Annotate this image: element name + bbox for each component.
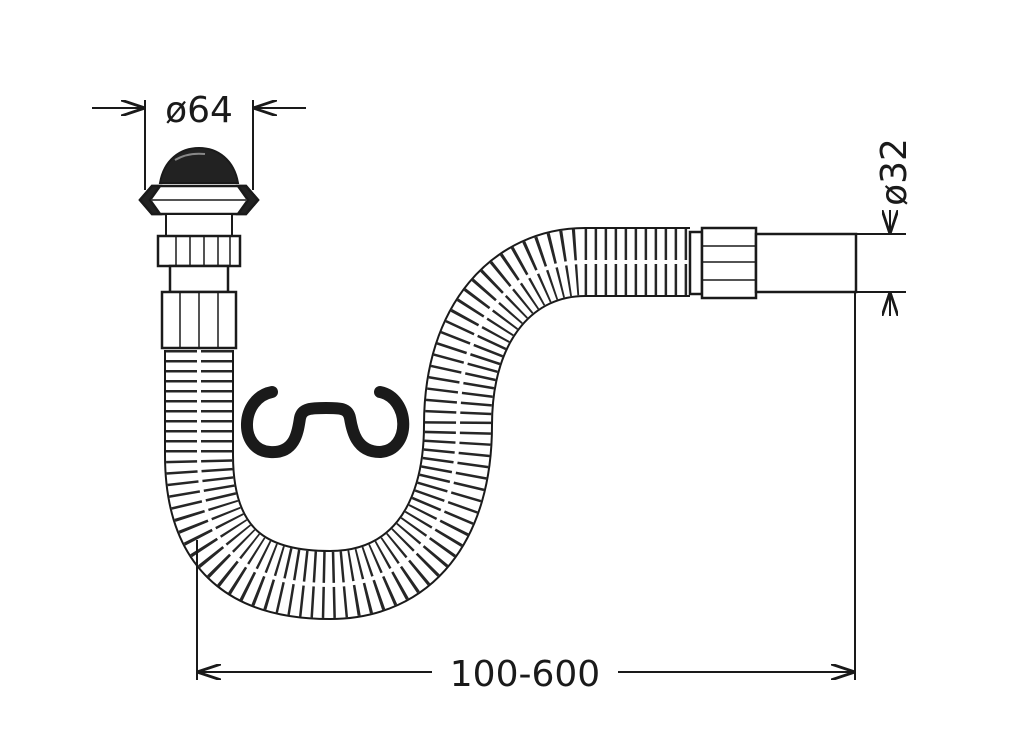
inlet-body [165,213,233,237]
sink-flange [138,184,260,216]
inlet-lock-nut [156,234,242,268]
inlet-diameter-dimension [92,100,306,190]
outlet-diameter-label: ø32 [874,138,915,206]
hose-clip [241,386,410,459]
length-dimension [196,292,856,680]
outlet-diameter-dimension [856,210,906,316]
inlet-tailpiece [168,264,230,294]
strainer-cap [158,146,240,184]
corrugated-hose [164,227,690,621]
inlet-diameter-label: ø64 [165,90,233,131]
outlet-coupling [688,226,758,300]
outlet-pipe [754,232,858,294]
hose-connector-nut [160,290,238,350]
length-range-label: 100-600 [450,654,600,695]
